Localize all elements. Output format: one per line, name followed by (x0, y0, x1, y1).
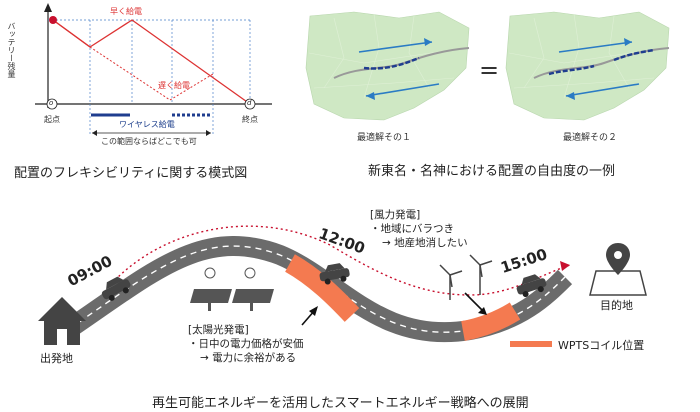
early-charge-line (52, 19, 251, 105)
late-charge-line (89, 46, 214, 101)
car-1 (101, 276, 131, 301)
wind-turbines (439, 254, 493, 300)
wind-arrow (464, 292, 484, 312)
start-marker (49, 16, 57, 24)
chart-ylabel: バッテリー残量 (7, 22, 16, 78)
wind-note: [風力発電] ・地域にバラつき → 地産地消したい (370, 209, 468, 249)
road-scene (38, 225, 647, 347)
departure-label: 出発地 (40, 352, 73, 365)
wireless-label: ワイヤレス給電 (119, 120, 175, 129)
origin-circle (46, 98, 58, 110)
coil-segment-1 (284, 254, 360, 322)
range-note: この範囲ならばどこでも可 (101, 137, 197, 146)
flexibility-chart (35, 3, 272, 136)
trajectory (114, 225, 571, 296)
origin-symbol: o (49, 99, 54, 107)
dest-symbol: d (247, 99, 252, 107)
coil-segment-2 (461, 302, 521, 341)
late-label: 遅く給電 (158, 81, 190, 90)
solar-panels (190, 267, 274, 311)
y-axis-arrow (44, 3, 52, 12)
guide-lines (48, 19, 251, 135)
destination-label: 目的地 (600, 299, 633, 312)
early-label: 早く給電 (110, 7, 142, 16)
legend-label: WPTSコイル位置 (558, 339, 645, 352)
map-left (305, 11, 470, 121)
destination-pin-icon (589, 243, 647, 296)
map-left-label: 最適解その１ (357, 133, 412, 143)
origin-label: 起点 (44, 115, 60, 124)
scene-caption: 再生可能エネルギーを活用したスマートエネルギー戦略への展開 (152, 396, 529, 411)
maps-caption: 新東名・名神における配置の自由度の一例 (368, 164, 616, 179)
car-2 (319, 263, 350, 285)
dest-circle (244, 98, 256, 110)
map-right-label: 最適解その２ (563, 133, 618, 143)
solar-note: [太陽光発電] ・日中の電力価格が安価 → 電力に余裕がある (188, 324, 304, 364)
chart-caption: 配置のフレキシビリティに関する模式図 (14, 166, 248, 181)
equals-sign: = (479, 56, 500, 84)
map-right (505, 11, 670, 121)
car-3 (516, 274, 547, 298)
house-icon (38, 297, 86, 345)
dest-label: 終点 (242, 115, 258, 124)
legend-swatch (510, 341, 552, 347)
